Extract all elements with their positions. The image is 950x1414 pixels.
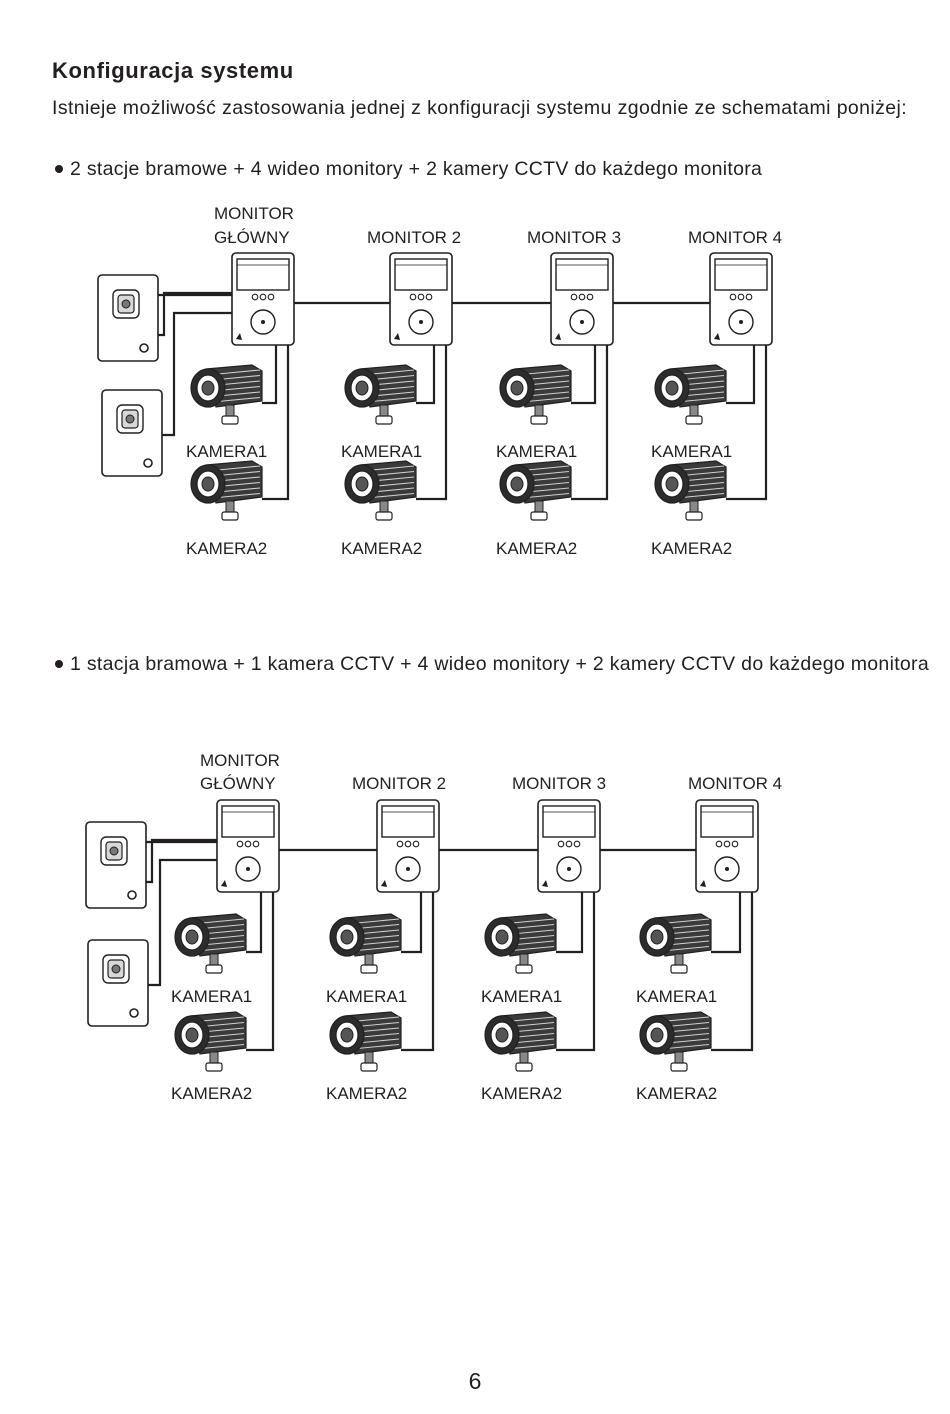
- wire: [416, 345, 436, 405]
- cctv-camera-icon: [499, 460, 572, 521]
- video-monitor-icon: [709, 252, 773, 346]
- wire: [711, 892, 742, 954]
- cctv-camera-icon: [654, 364, 727, 425]
- cctv-camera-icon: [499, 364, 572, 425]
- cctv-camera-icon: [654, 460, 727, 521]
- monitor-label: MONITOR 3: [527, 228, 621, 247]
- video-monitor-icon: [550, 252, 614, 346]
- wire: [401, 892, 435, 1052]
- wire: [262, 345, 278, 405]
- camera2-label: KAMERA2: [171, 1084, 252, 1103]
- cctv-camera-icon: [344, 364, 417, 425]
- monitor-label: MONITOR: [214, 204, 294, 223]
- cctv-camera-icon: [484, 1011, 557, 1072]
- video-monitor-icon: [389, 252, 453, 346]
- gate-station-icon: [87, 939, 149, 1027]
- wire: [556, 892, 596, 1052]
- camera2-label: KAMERA2: [651, 539, 732, 558]
- cctv-camera-icon: [639, 913, 712, 974]
- camera2-label: KAMERA2: [636, 1084, 717, 1103]
- monitor-label: GŁÓWNY: [200, 774, 276, 793]
- monitor-label: MONITOR: [200, 751, 280, 770]
- wire: [726, 345, 756, 405]
- monitor-label: MONITOR 4: [688, 774, 782, 793]
- page-number: 6: [468, 1368, 482, 1394]
- cctv-camera-icon: [174, 1011, 247, 1072]
- camera1-label: KAMERA1: [636, 987, 717, 1006]
- camera1-label: KAMERA1: [651, 442, 732, 461]
- cctv-camera-icon: [639, 1011, 712, 1072]
- page-title: Konfiguracja systemu: [52, 58, 294, 83]
- intro-text: Istnieje możliwość zastosowania jednej z…: [52, 97, 908, 119]
- wire: [162, 311, 232, 437]
- video-monitor-icon: [376, 799, 440, 893]
- wire: [401, 892, 423, 954]
- gate-station-icon: [101, 389, 163, 477]
- wire: [148, 858, 217, 987]
- cctv-camera-icon: [174, 913, 247, 974]
- camera2-label: KAMERA2: [496, 539, 577, 558]
- camera1-label: KAMERA1: [326, 987, 407, 1006]
- camera1-label: KAMERA1: [496, 442, 577, 461]
- wire: [146, 838, 217, 884]
- video-monitor-icon: [695, 799, 759, 893]
- monitor-label: GŁÓWNY: [214, 228, 290, 247]
- wire: [571, 345, 597, 405]
- config-2-bullet-text: 1 stacja bramowa + 1 kamera CCTV + 4 wid…: [70, 653, 930, 675]
- video-monitor-icon: [537, 799, 601, 893]
- monitor-label: MONITOR 3: [512, 774, 606, 793]
- cctv-camera-icon: [190, 364, 263, 425]
- camera2-label: KAMERA2: [186, 539, 267, 558]
- monitor-label: MONITOR 2: [352, 774, 446, 793]
- camera2-label: KAMERA2: [481, 1084, 562, 1103]
- camera1-label: KAMERA1: [186, 442, 267, 461]
- camera1-label: KAMERA1: [481, 987, 562, 1006]
- wire: [262, 345, 290, 501]
- camera2-label: KAMERA2: [341, 539, 422, 558]
- camera1-label: KAMERA1: [171, 987, 252, 1006]
- video-monitor-icon: [231, 252, 295, 346]
- bullet-dot-icon: [55, 660, 63, 668]
- monitor-label: MONITOR 2: [367, 228, 461, 247]
- config-1-bullet-text: 2 stacje bramowe + 4 wideo monitory + 2 …: [70, 158, 763, 180]
- wire: [158, 291, 232, 337]
- cctv-camera-icon: [344, 460, 417, 521]
- wire: [571, 345, 609, 501]
- camera1-label: KAMERA1: [341, 442, 422, 461]
- bullet-dot-icon: [55, 165, 63, 173]
- video-monitor-icon: [216, 799, 280, 893]
- gate-station-icon: [85, 821, 147, 909]
- config-2-bullet: 1 stacja bramowa + 1 kamera CCTV + 4 wid…: [52, 649, 932, 679]
- cctv-camera-icon: [329, 1011, 402, 1072]
- monitor-label: MONITOR 4: [688, 228, 782, 247]
- wire: [711, 892, 754, 1052]
- wire: [726, 345, 768, 501]
- cctv-camera-icon: [190, 460, 263, 521]
- wire: [246, 892, 275, 1052]
- config-1-bullet: 2 stacje bramowe + 4 wideo monitory + 2 …: [52, 154, 932, 184]
- wire: [416, 345, 448, 501]
- cctv-camera-icon: [329, 913, 402, 974]
- gate-station-icon: [97, 274, 159, 362]
- wire: [246, 892, 263, 954]
- camera2-label: KAMERA2: [326, 1084, 407, 1103]
- cctv-camera-icon: [484, 913, 557, 974]
- wire: [556, 892, 584, 954]
